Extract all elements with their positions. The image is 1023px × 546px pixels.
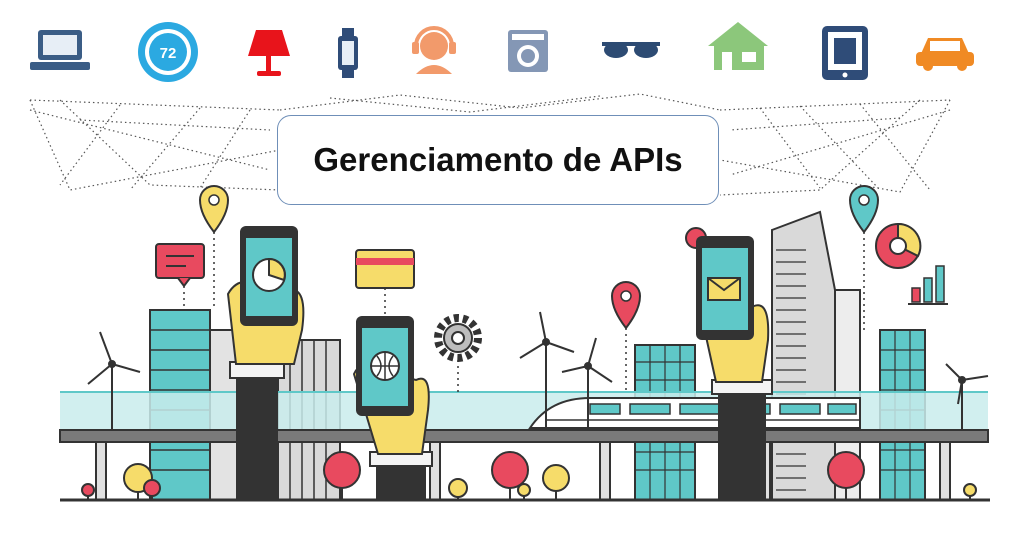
tablet-icon (822, 26, 868, 80)
wind-turbine-right (945, 363, 989, 430)
title-box: Gerenciamento de APIs (277, 115, 719, 205)
sunglasses-icon (602, 42, 660, 58)
washing-machine-icon (508, 30, 548, 72)
wind-turbine-left (87, 331, 141, 430)
page-title: Gerenciamento de APIs (313, 141, 683, 178)
map-pin-teal-icon (848, 184, 880, 330)
chat-bubble-icon (155, 243, 205, 310)
lamp-icon (248, 30, 290, 76)
headset-person-icon (412, 26, 456, 74)
network-mesh (29, 93, 951, 196)
thermostat-reading: 72 (160, 45, 177, 62)
wind-turbine-center-1 (519, 311, 575, 430)
hand-phone-envelope (696, 236, 773, 500)
smartwatch-icon (338, 28, 358, 78)
wind-turbine-center-2 (561, 337, 613, 430)
location-pin-icon (198, 184, 230, 310)
pie-chart-icon (875, 222, 922, 269)
bar-chart-icon (908, 265, 948, 305)
hand-phone-pie-chart (226, 226, 305, 500)
trees (81, 451, 977, 500)
car-icon (916, 38, 974, 71)
laptop-icon (30, 30, 90, 70)
house-icon (708, 22, 768, 70)
gear-icon (434, 314, 482, 392)
credit-card-icon (355, 249, 415, 318)
map-pin-red-icon (610, 280, 642, 392)
train (528, 397, 861, 429)
hand-phone-globe (352, 316, 433, 500)
thermostat-icon: 72 (138, 22, 198, 82)
